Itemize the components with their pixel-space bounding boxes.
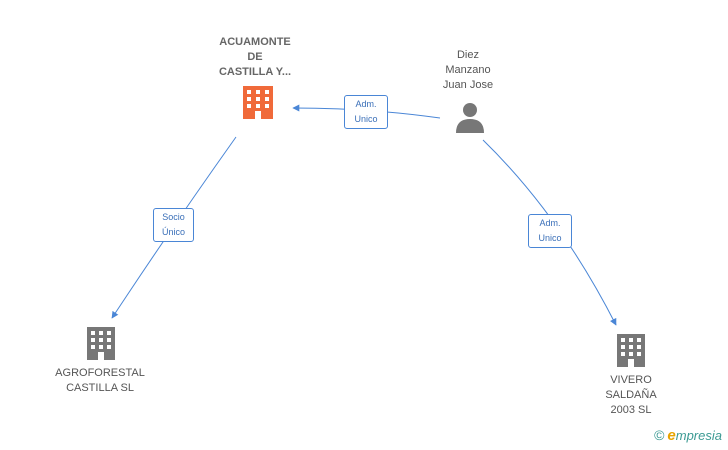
edge-label-main-to-agro: Socio Único (153, 208, 194, 242)
node-label-main-company[interactable]: ACUAMONTE DE CASTILLA Y... (218, 36, 292, 78)
node-label-person[interactable]: Diez Manzano Juan Jose (442, 49, 494, 91)
node-label-vivero[interactable]: VIVERO SALDAÑA 2003 SL (605, 374, 657, 416)
node-label-agroforestal[interactable]: AGROFORESTAL CASTILLA SL (55, 367, 145, 394)
empresia-logo: ©empresia (654, 427, 722, 444)
building-icon-main[interactable] (243, 86, 273, 119)
building-icon-vivero[interactable] (617, 334, 645, 367)
brand-initial: e (667, 427, 676, 444)
building-icon-agroforestal[interactable] (87, 327, 115, 360)
edge-label-person-to-main: Adm. Unico (344, 95, 388, 129)
edge-label-person-to-vivero: Adm. Unico (528, 214, 572, 248)
brand-name: mpresia (675, 428, 722, 443)
copyright-symbol: © (654, 427, 665, 443)
person-icon[interactable] (456, 103, 484, 133)
